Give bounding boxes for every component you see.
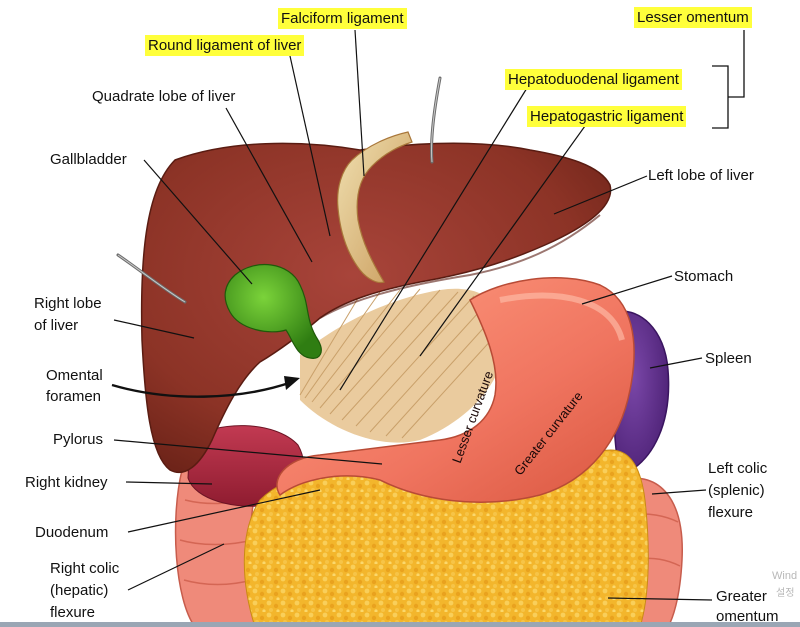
label-hepatogastric-ligament: Hepatogastric ligament <box>527 106 687 127</box>
label-left-colic-line2: (splenic) <box>708 482 765 499</box>
label-quadrate-lobe: Quadrate lobe of liver <box>92 88 236 105</box>
gallbladder-shape <box>224 263 322 359</box>
label-lesser-omentum: Lesser omentum <box>634 7 752 28</box>
label-omental-foramen-line1: Omental <box>46 367 103 384</box>
lesser-omentum-bracket <box>712 30 745 129</box>
label-round-ligament: Round ligament of liver <box>145 35 305 56</box>
label-right-colic-line1: Right colic <box>50 560 120 577</box>
label-left-colic-line3: flexure <box>708 504 754 521</box>
label-greater-omentum-line1: Greater <box>716 588 767 605</box>
label-right-lobe-line2: of liver <box>34 317 79 334</box>
label-left-lobe: Left lobe of liver <box>648 167 754 184</box>
label-falciform-ligament: Falciform ligament <box>278 8 407 29</box>
label-right-colic-line3: flexure <box>50 604 96 621</box>
stomach-shape <box>276 277 635 503</box>
leader-lines <box>113 29 713 601</box>
falciform-ligament-shape <box>337 131 413 284</box>
bottom-edge-bar <box>0 622 800 627</box>
omental-foramen-arrowhead <box>284 376 300 390</box>
omental-foramen-arrow <box>111 380 293 398</box>
watermark-line2: 설정 <box>776 588 795 599</box>
label-gallbladder: Gallbladder <box>50 151 127 168</box>
label-right-kidney: Right kidney <box>25 474 108 491</box>
watermark-line1: Wind <box>772 570 798 582</box>
lesser-omentum-shape <box>299 288 505 443</box>
label-greater-omentum-line2: omentum <box>716 608 779 625</box>
label-spleen: Spleen <box>705 350 752 367</box>
label-omental-foramen-line2: foramen <box>46 388 102 405</box>
label-duodenum: Duodenum <box>35 524 109 541</box>
label-right-colic-line2: (hepatic) <box>50 582 109 599</box>
label-stomach: Stomach <box>674 268 734 285</box>
label-hepatoduodenal-ligament: Hepatoduodenal ligament <box>505 69 682 90</box>
label-pylorus: Pylorus <box>53 431 104 448</box>
liver-shape <box>140 142 612 474</box>
label-right-lobe-line1: Right lobe <box>34 295 102 312</box>
label-left-colic-line1: Left colic <box>708 460 768 477</box>
